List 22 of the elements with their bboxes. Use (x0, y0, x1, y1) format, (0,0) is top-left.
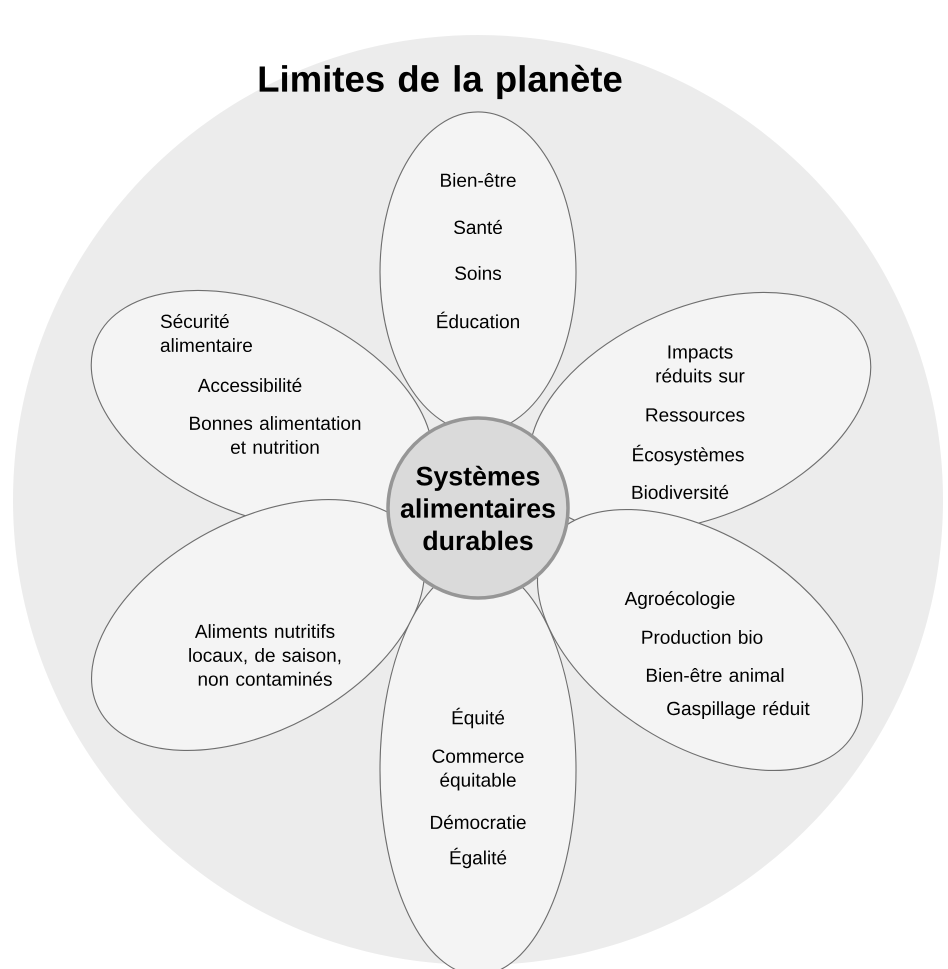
title-text: Limites de la planète (260, 64, 622, 100)
petal-text: Commerce équitable (432, 749, 524, 791)
petal-text: Bien-être (441, 172, 516, 187)
centre-text: Systèmes alimentaires durables (400, 466, 555, 550)
petal-text: Agroécologie (624, 591, 735, 609)
petal-text: Soins (455, 266, 502, 280)
petal-text: Biodiversité (632, 484, 728, 500)
petal-text: Production bio (642, 630, 762, 644)
petal-text: Bien-être animal (646, 668, 784, 682)
petal-text: Bonnes alimentation et nutrition (190, 416, 360, 454)
petal-text: Accessibilité (198, 378, 302, 392)
petal-text: Gaspillage réduit (667, 701, 810, 719)
petal-text: Éducation (437, 312, 519, 328)
petal-text: Impacts réduits sur (656, 345, 744, 383)
petal-text: Égalité (450, 848, 506, 868)
petal-text: Santé (454, 220, 502, 234)
petal-text: Aliments nutritifs locaux, de saison, non contaminés (189, 624, 340, 686)
petal-text: Démocratie (431, 814, 526, 830)
petal-text: Écosystèmes (633, 444, 744, 466)
petal-text: Équité (452, 708, 504, 728)
petal-text: Sécurité alimentaire (160, 314, 252, 352)
petal-text: Ressources (646, 408, 744, 422)
